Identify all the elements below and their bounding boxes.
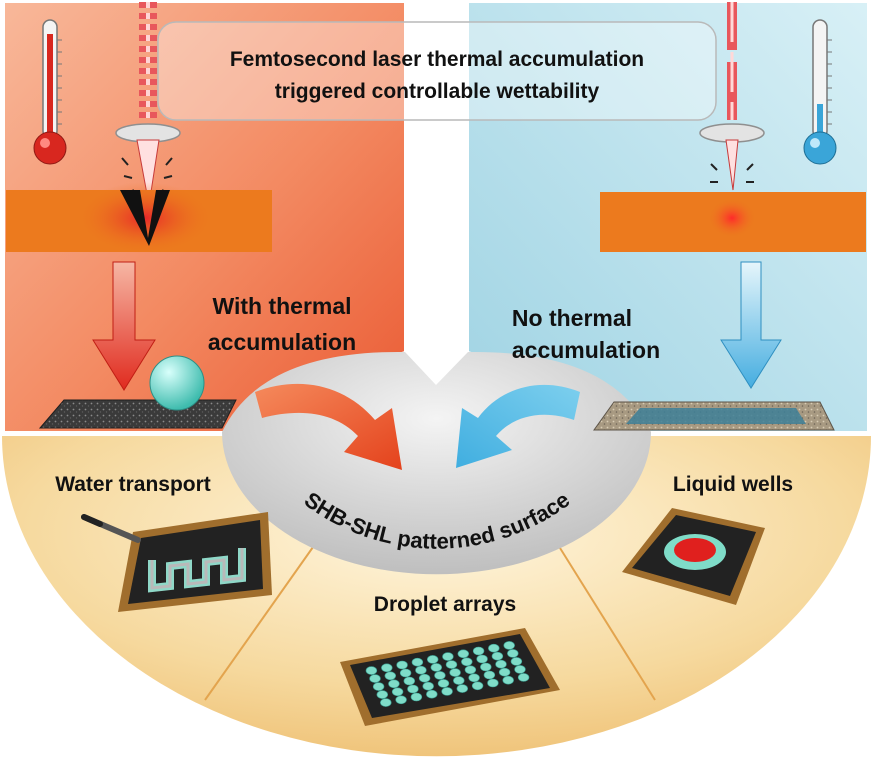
curved-arrow-blue bbox=[456, 384, 580, 468]
droplet-array-sample bbox=[340, 628, 560, 726]
array-droplet bbox=[456, 684, 468, 693]
pipette-icon bbox=[81, 514, 141, 543]
small-heat-zone bbox=[708, 198, 756, 238]
hot-thermometer-icon bbox=[33, 19, 67, 165]
array-droplet bbox=[422, 681, 434, 691]
array-droplet bbox=[517, 673, 530, 682]
array-droplet bbox=[502, 675, 514, 685]
array-droplet bbox=[381, 663, 393, 673]
ablation-crater bbox=[120, 190, 170, 246]
array-droplet bbox=[442, 652, 454, 661]
application-fan bbox=[2, 436, 871, 757]
right-label-line-1: No thermal bbox=[512, 305, 632, 331]
array-droplet bbox=[407, 684, 419, 694]
left-label-line-1: With thermal bbox=[212, 293, 351, 319]
array-droplet bbox=[507, 649, 519, 658]
array-droplet bbox=[418, 673, 431, 683]
focus-cone-right bbox=[725, 139, 739, 191]
array-droplet bbox=[430, 663, 442, 672]
red-down-arrow bbox=[92, 261, 156, 391]
array-droplet bbox=[498, 667, 511, 677]
droplet-icon bbox=[149, 355, 205, 411]
array-droplet bbox=[457, 649, 469, 659]
array-droplet bbox=[396, 660, 408, 670]
cold-thermometer-icon bbox=[803, 19, 837, 165]
array-droplet bbox=[471, 681, 484, 691]
array-droplet bbox=[491, 651, 504, 661]
array-droplet bbox=[483, 670, 496, 680]
water-film bbox=[626, 408, 806, 424]
application-label-droplet-arrays: Droplet arrays bbox=[374, 593, 516, 616]
array-droplet bbox=[391, 687, 404, 697]
array-droplet bbox=[510, 657, 523, 666]
left-label-line-2: accumulation bbox=[208, 329, 356, 355]
array-droplet bbox=[415, 665, 427, 675]
array-droplet bbox=[426, 689, 438, 699]
heat-zone bbox=[77, 182, 213, 254]
title-box bbox=[157, 21, 717, 121]
ablation-debris-right bbox=[710, 163, 754, 183]
fan-divider-right bbox=[554, 539, 656, 701]
array-droplet bbox=[388, 679, 400, 689]
array-droplet bbox=[495, 659, 507, 669]
array-droplet bbox=[384, 671, 396, 681]
array-droplet bbox=[461, 657, 473, 667]
array-droplet bbox=[395, 695, 407, 705]
array-droplet bbox=[427, 655, 439, 664]
array-droplet bbox=[399, 668, 412, 678]
array-droplet bbox=[403, 676, 415, 686]
array-droplet bbox=[369, 674, 381, 683]
array-droplet bbox=[476, 654, 488, 664]
title-line-1: Femtosecond laser thermal accumulation bbox=[230, 48, 644, 71]
application-label-liquid-wells: Liquid wells bbox=[673, 473, 793, 496]
array-droplet bbox=[468, 673, 480, 683]
array-droplet bbox=[365, 666, 378, 675]
array-droplet bbox=[411, 657, 424, 667]
array-droplet bbox=[488, 643, 500, 653]
lens-icon bbox=[115, 123, 181, 143]
title-line-2: triggered controllable wettability bbox=[275, 80, 600, 103]
rough-surface-left bbox=[38, 399, 237, 429]
array-droplet bbox=[464, 665, 477, 675]
array-droplet bbox=[437, 679, 450, 688]
water-transport-sample bbox=[118, 512, 272, 612]
blue-down-arrow bbox=[720, 261, 782, 389]
right-label-line-2: accumulation bbox=[512, 337, 660, 363]
array-droplet bbox=[514, 665, 526, 674]
array-droplet bbox=[487, 678, 499, 688]
array-droplet bbox=[376, 690, 388, 699]
array-droplet bbox=[445, 660, 458, 669]
array-droplet bbox=[441, 687, 453, 696]
array-droplet bbox=[434, 671, 446, 680]
focus-cone-left bbox=[136, 139, 160, 206]
liquid-well-sample bbox=[622, 508, 765, 605]
application-label-water-transport: Water transport bbox=[55, 473, 211, 496]
fan-divider-left bbox=[204, 539, 319, 701]
droplet-grid bbox=[365, 641, 530, 707]
lens-icon-right bbox=[699, 123, 765, 143]
array-droplet bbox=[410, 692, 423, 702]
curved-arrow-red bbox=[255, 383, 402, 470]
array-droplet bbox=[453, 676, 465, 685]
array-droplet bbox=[372, 682, 385, 691]
array-droplet bbox=[480, 662, 492, 672]
array-droplet bbox=[472, 646, 485, 656]
array-droplet bbox=[380, 698, 392, 707]
array-droplet bbox=[503, 641, 515, 650]
array-droplet bbox=[449, 668, 461, 677]
